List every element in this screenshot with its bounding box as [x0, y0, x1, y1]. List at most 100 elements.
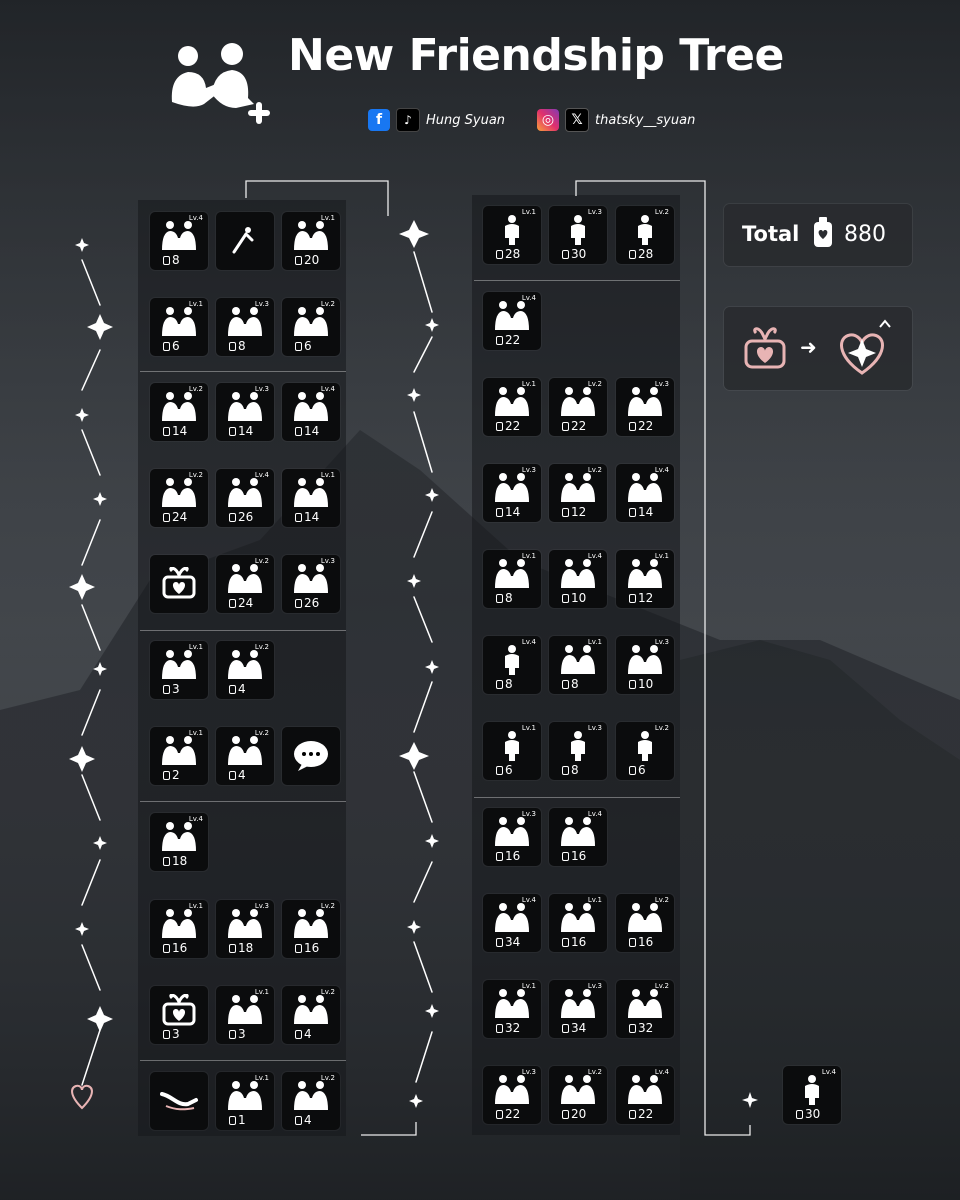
spell-item[interactable]: Lv.2 4 [216, 641, 274, 699]
spell-item[interactable]: Lv.2 6 [282, 298, 340, 356]
spell-item[interactable]: Lv.1 12 [616, 550, 674, 608]
spell-item[interactable]: Lv.3 34 [549, 980, 607, 1038]
spell-item[interactable]: Lv.2 4 [216, 727, 274, 785]
spell-item[interactable]: Lv.4 26 [216, 469, 274, 527]
cost-value: 8 [571, 763, 579, 777]
social-group-2: ◎ 𝕏 thatsky__syuan [537, 107, 695, 133]
spell-item[interactable] [282, 727, 340, 785]
spell-item[interactable]: Lv.4 16 [549, 808, 607, 866]
cost-value: 6 [304, 339, 312, 353]
spell-item[interactable]: 3 [150, 986, 208, 1044]
cost-value: 22 [505, 419, 521, 433]
spell-item[interactable]: Lv.4 22 [483, 292, 541, 350]
spell-item[interactable] [216, 212, 274, 270]
bow-icon [571, 731, 585, 761]
spell-item[interactable]: Lv.2 24 [150, 469, 208, 527]
spell-item[interactable]: Lv.2 14 [150, 383, 208, 441]
spell-item[interactable]: Lv.2 4 [282, 986, 340, 1044]
level-label: Lv.4 [654, 1068, 669, 1076]
spell-item[interactable]: Lv.2 22 [549, 378, 607, 436]
spell-item[interactable]: Lv.3 22 [616, 378, 674, 436]
spell-item[interactable]: Lv.2 28 [616, 206, 674, 264]
double-five-icon [228, 650, 262, 679]
spell-item[interactable]: Lv.1 8 [549, 636, 607, 694]
level-label: Lv.1 [188, 902, 203, 910]
spell-item[interactable]: Lv.1 22 [483, 378, 541, 436]
level-label: Lv.4 [320, 385, 335, 393]
spell-item[interactable]: Lv.4 10 [549, 550, 607, 608]
spell-item[interactable]: Lv.4 14 [616, 464, 674, 522]
candle-icon [813, 217, 833, 247]
cost-value: 3 [172, 1027, 180, 1041]
level-label: Lv.2 [587, 380, 602, 388]
spell-item[interactable]: Lv.4 34 [483, 894, 541, 952]
bow-icon [505, 645, 519, 675]
cost-value: 10 [571, 591, 587, 605]
spell-item[interactable]: Lv.3 14 [483, 464, 541, 522]
spell-item[interactable]: Lv.1 6 [483, 722, 541, 780]
cost-value: 12 [571, 505, 587, 519]
cost: 12 [629, 591, 653, 605]
spell-item[interactable]: Lv.2 16 [616, 894, 674, 952]
spell-item[interactable]: Lv.2 6 [616, 722, 674, 780]
tackle-icon [561, 1075, 595, 1104]
spell-item[interactable]: Lv.2 20 [549, 1066, 607, 1124]
cost-value: 4 [304, 1027, 312, 1041]
spell-item[interactable]: Lv.3 16 [483, 808, 541, 866]
x-icon[interactable]: 𝕏 [565, 108, 589, 132]
level-label: Lv.4 [254, 471, 269, 479]
tackle-icon [628, 1075, 662, 1104]
spell-item[interactable]: Lv.1 1 [216, 1072, 274, 1130]
cost-value: 26 [304, 596, 320, 610]
spell-item[interactable]: Lv.4 22 [616, 1066, 674, 1124]
jump-high-five-icon [228, 392, 262, 421]
spell-item[interactable]: Lv.1 3 [216, 986, 274, 1044]
spell-item[interactable]: Lv.1 16 [549, 894, 607, 952]
spell-item[interactable]: Lv.2 16 [282, 900, 340, 958]
spell-item[interactable]: Lv.1 3 [150, 641, 208, 699]
spell-item[interactable]: Lv.1 2 [150, 727, 208, 785]
level-label: Lv.1 [521, 208, 536, 216]
candle-icon [163, 255, 170, 265]
spell-item[interactable]: Lv.1 8 [483, 550, 541, 608]
spell-item[interactable]: Lv.1 32 [483, 980, 541, 1038]
instagram-icon[interactable]: ◎ [537, 109, 559, 131]
spell-item[interactable]: Lv.4 30 [783, 1066, 841, 1124]
candle-icon [229, 684, 236, 694]
spell-item[interactable]: Lv.2 12 [549, 464, 607, 522]
facebook-icon[interactable]: f [368, 109, 390, 131]
spell-item[interactable]: Lv.1 14 [282, 469, 340, 527]
dance-icon [628, 559, 662, 588]
couple-icon [162, 221, 196, 250]
spell-item[interactable]: Lv.2 4 [282, 1072, 340, 1130]
flying-kid-icon [232, 227, 254, 254]
spell-item[interactable]: Lv.1 28 [483, 206, 541, 264]
cost: 18 [229, 941, 253, 955]
spell-item[interactable]: Lv.3 26 [282, 555, 340, 613]
spell-item[interactable]: Lv.3 14 [216, 383, 274, 441]
spell-item[interactable]: Lv.2 32 [616, 980, 674, 1038]
spell-item[interactable]: Lv.3 30 [549, 206, 607, 264]
level-label: Lv.3 [654, 638, 669, 646]
tiktok-icon[interactable]: ♪ [396, 108, 420, 132]
spell-item[interactable]: Lv.4 8 [150, 212, 208, 270]
level-label: Lv.4 [587, 552, 602, 560]
spell-item[interactable]: Lv.3 8 [549, 722, 607, 780]
spell-item[interactable]: Lv.1 20 [282, 212, 340, 270]
spell-item[interactable]: Lv.4 8 [483, 636, 541, 694]
spell-item[interactable] [150, 1072, 208, 1130]
spell-item[interactable]: Lv.2 24 [216, 555, 274, 613]
spell-item[interactable]: Lv.1 6 [150, 298, 208, 356]
spell-item[interactable]: Lv.3 22 [483, 1066, 541, 1124]
spell-item[interactable] [150, 555, 208, 613]
spell-item[interactable]: Lv.3 18 [216, 900, 274, 958]
level-label: Lv.4 [521, 294, 536, 302]
candle-icon [496, 765, 503, 775]
spell-item[interactable]: Lv.3 8 [216, 298, 274, 356]
cost-value: 14 [505, 505, 521, 519]
spell-item[interactable]: Lv.4 18 [150, 813, 208, 871]
spell-item[interactable]: Lv.4 14 [282, 383, 340, 441]
spell-item[interactable]: Lv.3 10 [616, 636, 674, 694]
spell-item[interactable]: Lv.1 16 [150, 900, 208, 958]
cost-value: 2 [172, 768, 180, 782]
